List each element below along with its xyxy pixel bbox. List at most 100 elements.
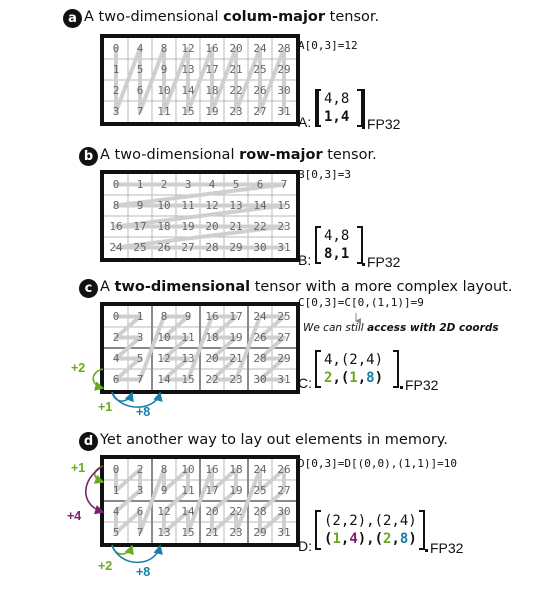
tensor-cell: 4 (208, 178, 216, 191)
panel-d-dtype: FP32 (430, 540, 464, 556)
tensor-cell: 1 (136, 310, 144, 323)
tensor-cell: 14 (157, 373, 171, 386)
tensor-cell: 26 (253, 84, 267, 97)
tensor-cell: 30 (253, 373, 267, 386)
tensor-cell: 17 (205, 484, 219, 497)
panel-d-name: D: (298, 538, 312, 554)
panel-c-stride-2: 1 (349, 370, 358, 386)
tensor-cell: 20 (205, 220, 219, 233)
panel-c-note-pre: We can still (303, 322, 368, 334)
tensor-cell: 15 (181, 526, 195, 539)
tensor-cell: 16 (205, 463, 219, 476)
tensor-cell: 19 (229, 484, 243, 497)
tensor-cell: 9 (136, 199, 144, 212)
tensor-cell: 19 (205, 105, 219, 118)
panel-d-stride-5: 2 (383, 531, 392, 547)
tensor-cell: 26 (157, 241, 171, 254)
tensor-cell: 17 (133, 220, 147, 233)
tensor-cell: 11 (181, 199, 195, 212)
tensor-cell: 9 (160, 484, 168, 497)
panel-b-badge: b (79, 147, 98, 166)
tensor-cell: 30 (277, 505, 291, 518)
panel-c-access: C[0,3]=C[0,(1,1)]=9 (298, 296, 424, 309)
tensor-cell: 10 (157, 84, 171, 97)
tensor-cell: 23 (229, 105, 243, 118)
panel-c-stride-5: ) (374, 370, 384, 386)
tensor-cell: 24 (109, 241, 123, 254)
panel-c-stride-4: 8 (366, 370, 375, 386)
tensor-cell: 3 (184, 178, 192, 191)
tensor-cell: 5 (112, 526, 120, 539)
panel-c-note-bold: access with 2D coords (367, 322, 499, 334)
panel-c-title-bold: two-dimensional (114, 279, 251, 295)
memory-order-line (114, 182, 286, 250)
tensor-cell: 9 (184, 310, 192, 323)
tensor-cell: 1 (112, 484, 120, 497)
tensor-cell: 22 (229, 84, 243, 97)
tensor-cell: 14 (181, 505, 195, 518)
tensor-cell: 6 (256, 178, 264, 191)
panel-a-name: A: (298, 114, 312, 130)
panel-c-note: We can still access with 2D coords (303, 322, 499, 334)
tensor-cell: 24 (253, 463, 267, 476)
tensor-cell: 19 (229, 331, 243, 344)
panel-d-arrow-8 (111, 544, 163, 564)
tensor-cell: 28 (253, 505, 267, 518)
tensor-cell: 22 (229, 505, 243, 518)
memory-order-path (104, 459, 296, 543)
tensor-cell: 19 (181, 220, 195, 233)
tensor-cell: 21 (205, 526, 219, 539)
tensor-cell: 20 (205, 352, 219, 365)
panel-a-stride: 1,4 (324, 109, 350, 125)
tensor-cell: 15 (181, 105, 195, 118)
panel-d-badge: d (79, 432, 98, 451)
tensor-cell: 10 (181, 463, 195, 476)
panel-a-badge: a (63, 9, 82, 28)
tensor-cell: 25 (133, 241, 147, 254)
panel-d-stride-0: ( (324, 531, 333, 547)
tensor-cell: 31 (277, 526, 291, 539)
tensor-cell: 9 (160, 63, 168, 76)
tensor-cell: 17 (229, 310, 243, 323)
memory-order-line (114, 46, 286, 114)
tensor-cell: 27 (277, 331, 291, 344)
panel-b-stride: 8,1 (324, 246, 350, 262)
tensor-cell: 15 (181, 373, 195, 386)
tensor-cell: 27 (277, 484, 291, 497)
panel-c-title-pre: A (100, 279, 115, 295)
tensor-cell: 2 (112, 84, 120, 97)
tensor-cell: 11 (181, 484, 195, 497)
tensor-cell: 18 (205, 84, 219, 97)
panel-c-arrow-col-label: +1 (98, 400, 113, 414)
panel-a-title-pre: A two-dimensional (84, 9, 224, 25)
tensor-cell: 22 (205, 373, 219, 386)
tensor-cell: 16 (205, 42, 219, 55)
panel-c-shape: 4,(2,4) (324, 352, 384, 368)
tensor-cell: 3 (136, 484, 144, 497)
tensor-cell: 1 (136, 178, 144, 191)
tensor-cell: 7 (136, 526, 144, 539)
panel-b-dot (362, 263, 365, 266)
panel-c-badge: c (79, 279, 98, 298)
tensor-cell: 14 (181, 84, 195, 97)
panel-c-stride: 2,(1,8) (324, 369, 383, 387)
tensor-cell: 4 (136, 42, 144, 55)
tensor-cell: 10 (157, 331, 171, 344)
tensor-cell: 23 (229, 526, 243, 539)
tensor-cell: 1 (112, 63, 120, 76)
panel-d-stride-2: , (340, 531, 350, 547)
tensor-cell: 6 (136, 505, 144, 518)
tensor-cell: 3 (112, 105, 120, 118)
tensor-cell: 7 (136, 373, 144, 386)
tensor-cell: 21 (229, 352, 243, 365)
panel-b-title-pre: A two-dimensional (100, 147, 240, 163)
memory-order-path (104, 174, 296, 258)
tensor-cell: 14 (253, 199, 267, 212)
tensor-cell: 2 (136, 463, 144, 476)
tensor-cell: 5 (136, 63, 144, 76)
panel-c-stride-0: 2 (324, 370, 333, 386)
tensor-cell: 4 (112, 352, 120, 365)
